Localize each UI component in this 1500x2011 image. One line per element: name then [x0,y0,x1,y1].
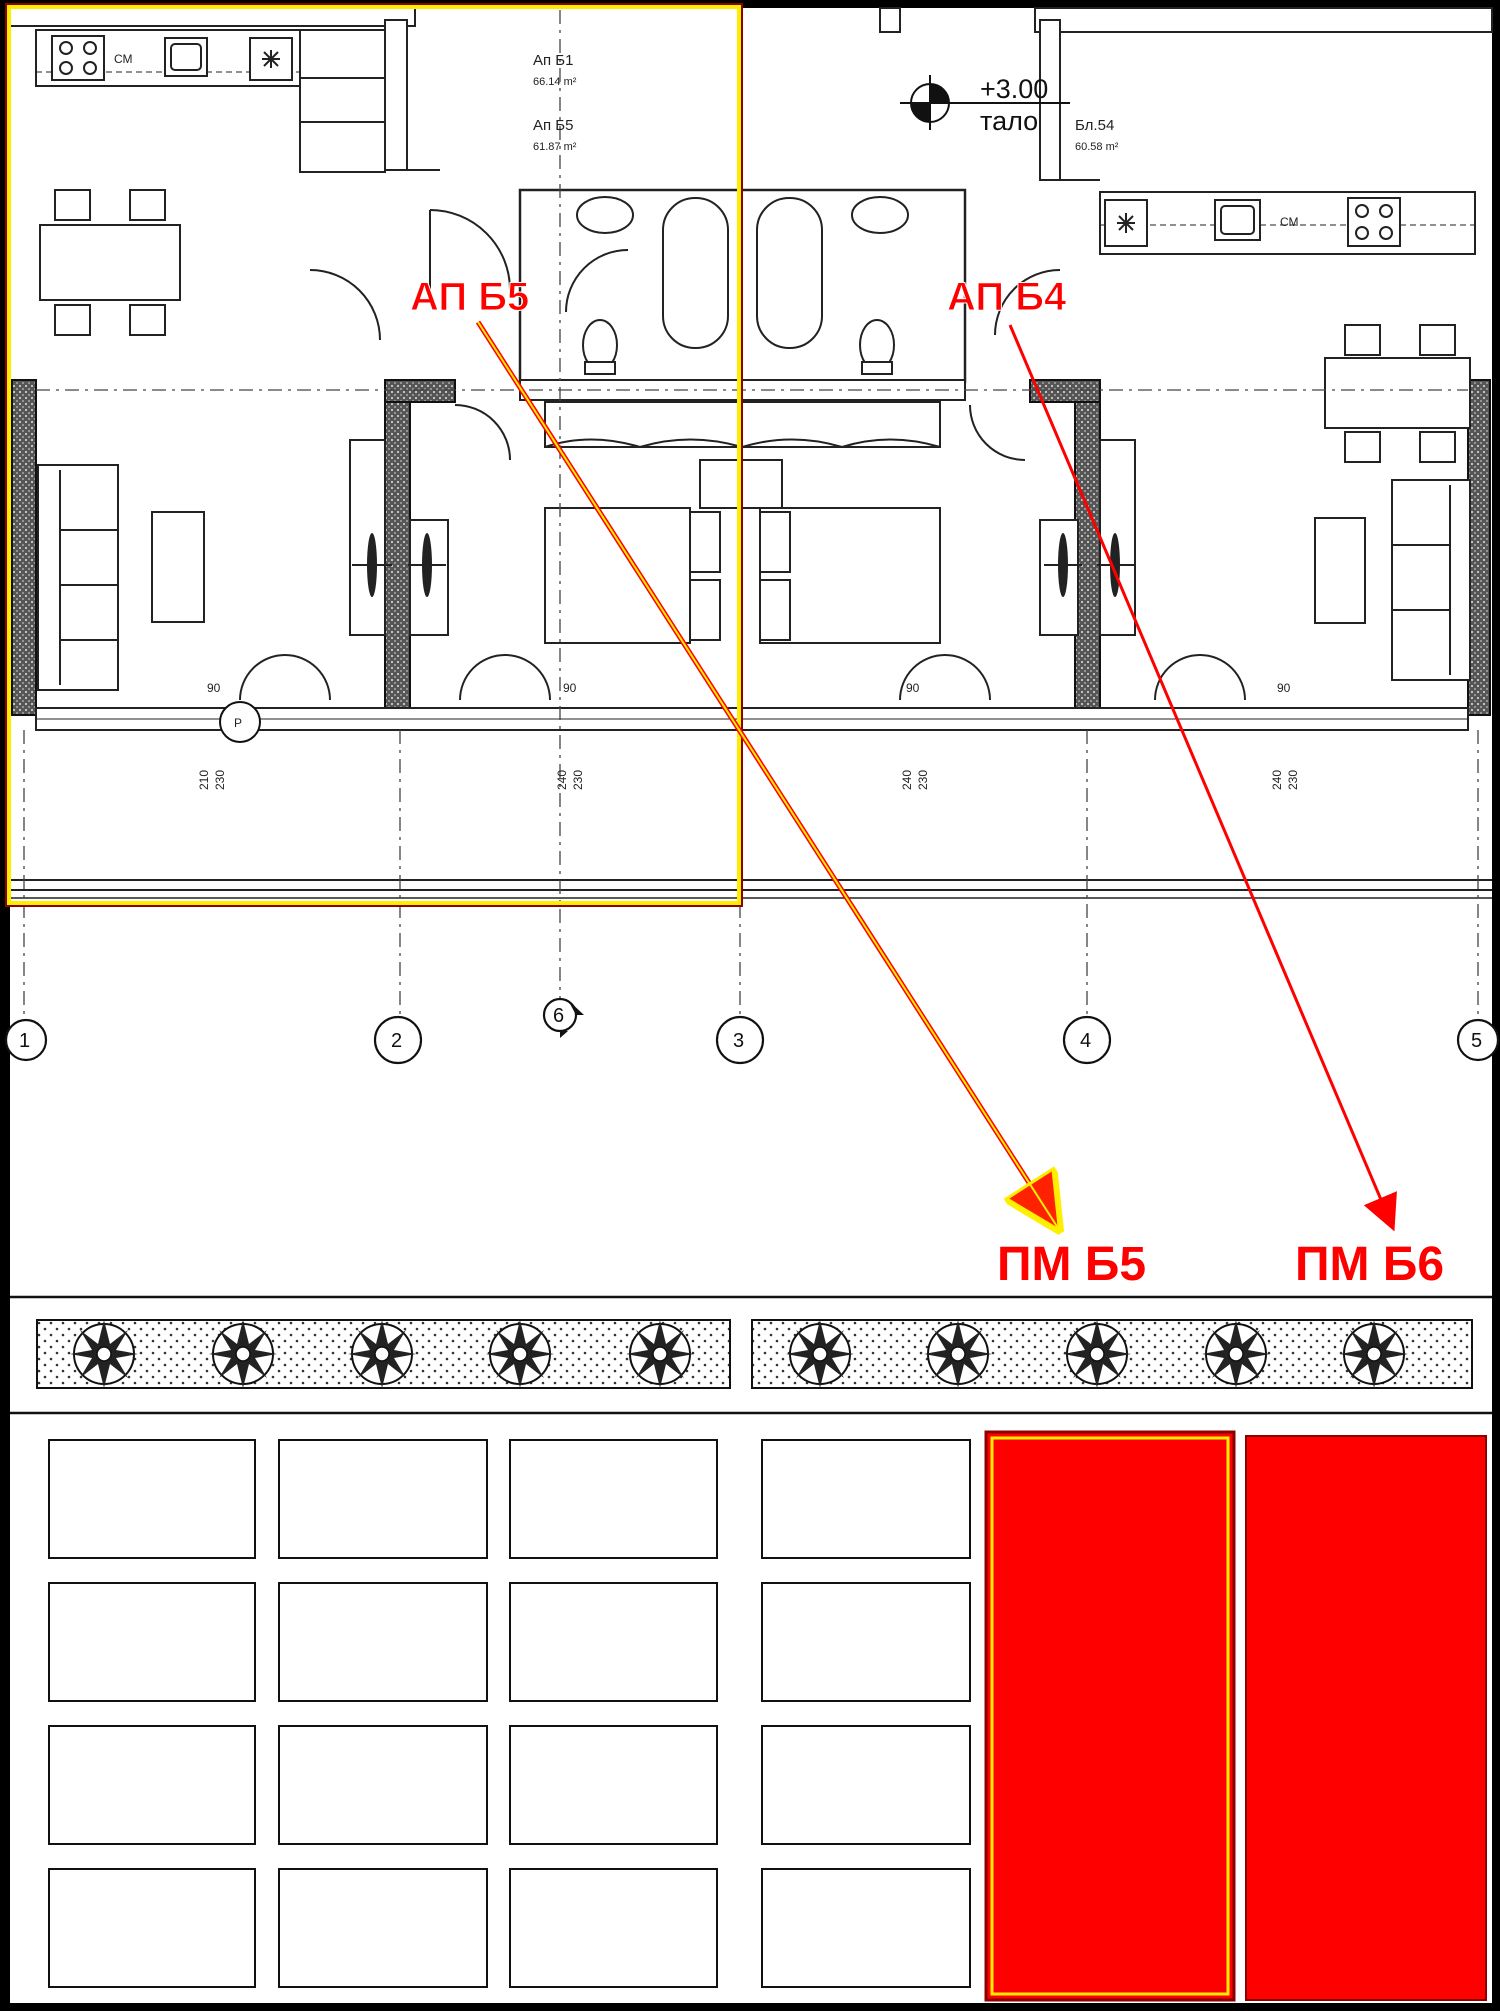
grid-axis-6-label: 6 [553,1005,564,1027]
height-1b: 230 [213,770,227,790]
washbasin-icon [851,196,909,234]
grid-axis-3 [715,1015,765,1065]
grid-axis-4 [1062,1015,1112,1065]
apartment-b1-area: 66.14 m² [533,76,577,88]
grid-axis-2 [373,1015,423,1065]
sofa-left [37,464,119,691]
parking-spot [761,1582,971,1702]
grid-axis-5 [1456,1018,1500,1062]
fridge-icon [1104,199,1148,247]
label-ap-b4: АП Б4 [947,275,1067,319]
shrub-icon [785,1319,855,1389]
parking-spot [48,1868,256,1988]
grid-axis-2-label: 2 [391,1030,402,1052]
wall-interior-left [384,379,411,731]
label-ap-b5: АП Б5 [410,275,529,319]
apartment-b54-area: 60.58 m² [1075,141,1119,153]
sink-icon [164,37,208,77]
parking-spot [509,1439,718,1559]
apartment-b5-name: Ап Б5 [533,117,573,134]
bathtub-icon [756,197,823,349]
sofa-right [1391,479,1471,681]
sink-icon [1214,199,1261,241]
elevation-marker-icon [900,75,1070,130]
height-1a: 210 [197,770,211,790]
stove-icon [1347,197,1401,247]
arrow-ap-b4 [1008,324,1397,1232]
wall-right [1467,379,1491,716]
parking-spot [48,1439,256,1559]
washbasin-icon [576,196,634,234]
shrub-icon [1062,1319,1132,1389]
wall-left [11,379,37,716]
parking-spot [509,1725,718,1845]
dining-table-right [1324,357,1471,429]
apartment-b1-name: Ап Б1 [533,52,573,69]
height-3a: 240 [900,770,914,790]
parking-spot-pm-b5 [984,1430,1236,2002]
shrub-icon [923,1319,993,1389]
height-2a: 240 [555,770,569,790]
parking-spot [509,1582,718,1702]
door-width-3: 90 [906,681,920,695]
section-marker-icon [219,701,261,743]
shrub-icon [1201,1319,1271,1389]
label-pm-b6: ПМ Б6 [1295,1238,1444,1291]
grid-axis-4-label: 4 [1080,1030,1091,1052]
height-2b: 230 [571,770,585,790]
level-value: +3.00 [980,74,1048,104]
annotation-arrows [475,320,1397,1232]
dining-table-left [39,224,181,301]
washer-label-right: СМ [1280,215,1299,229]
shrub-icon [485,1319,555,1389]
bed-left [544,507,691,644]
shrub-icon [208,1319,278,1389]
parking-area [10,1295,1492,2002]
grid-axis-3-label: 3 [733,1030,744,1052]
level-label: тало [980,106,1038,136]
door-width-2: 90 [563,681,577,695]
apartment-b5-highlight-outer [5,3,743,907]
parking-spot [48,1725,256,1845]
height-4b: 230 [1286,770,1300,790]
door-width-4: 90 [1277,681,1291,695]
apartment-b5-area: 61.87 m² [533,141,577,153]
height-4a: 240 [1270,770,1284,790]
parking-spot [278,1725,488,1845]
parking-spot [509,1868,718,1988]
parking-spot [48,1582,256,1702]
grid-axis-5-label: 5 [1471,1030,1482,1052]
shrub-icon [347,1319,417,1389]
fridge-icon [249,37,293,81]
shrub-icon [69,1319,139,1389]
washer-label-left: СМ [114,52,133,66]
label-pm-b5: ПМ Б5 [997,1238,1146,1291]
bathtub-icon [662,197,729,349]
height-3b: 230 [916,770,930,790]
shrub-icon [625,1319,695,1389]
parking-spot [761,1439,971,1559]
kitchen-counter-right [1099,191,1476,255]
stove-icon [51,35,105,81]
parking-spot [278,1868,488,1988]
grid-axis-1-label: 1 [19,1030,30,1052]
parking-spot [278,1582,488,1702]
floor-plan [4,7,1500,1065]
parking-spot-pm-b6 [1245,1435,1487,2001]
parking-spot [761,1725,971,1845]
apartment-b5-highlight [7,5,741,905]
door-width-1: 90 [207,681,221,695]
parking-spot [278,1439,488,1559]
apartment-b54-name: Бл.54 [1075,117,1114,134]
grid-axis-1 [4,1018,48,1062]
parking-spot [761,1868,971,1988]
shrub-icon [1339,1319,1409,1389]
section-marker-label: Р [234,716,242,730]
